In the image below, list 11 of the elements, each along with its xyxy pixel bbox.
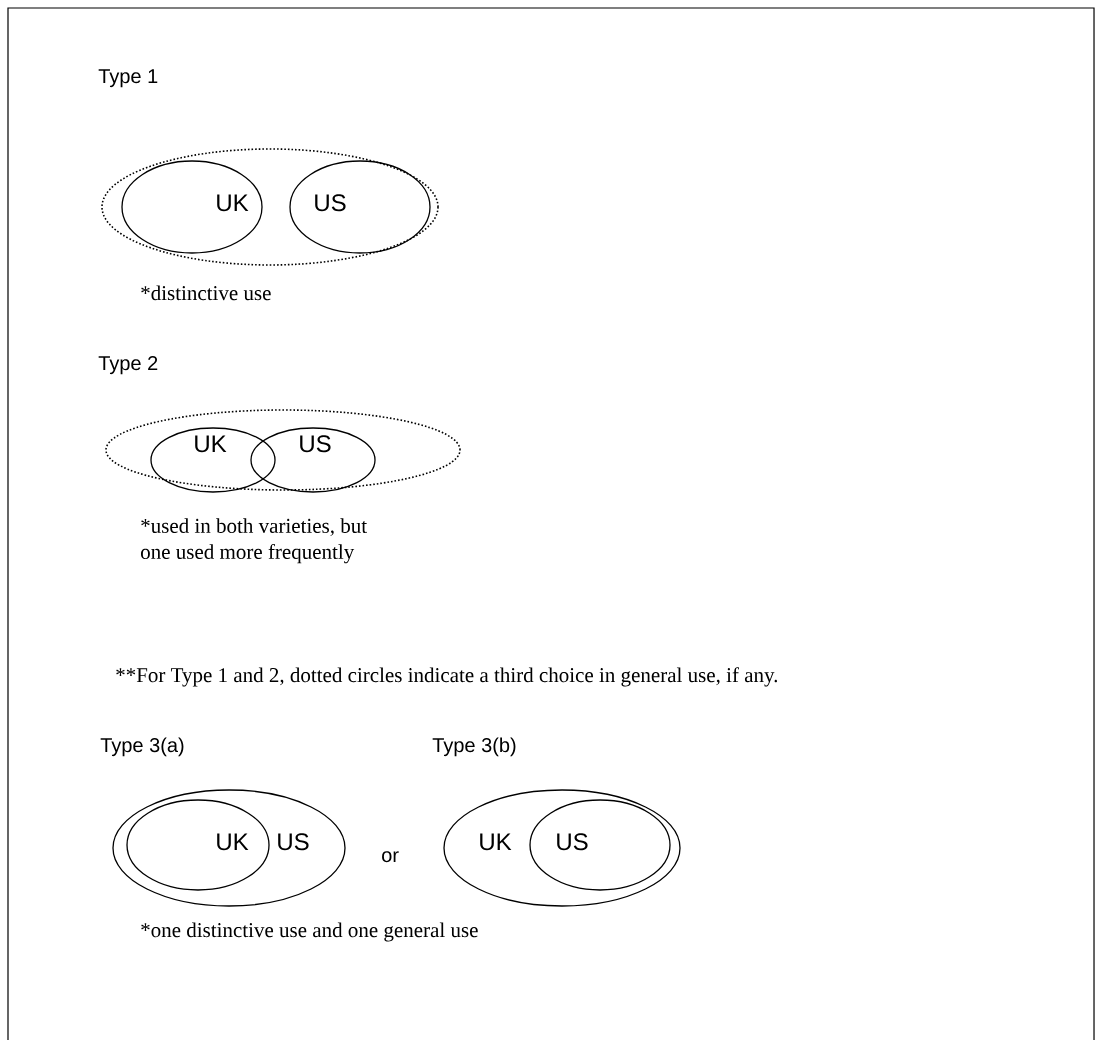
connector-word: or — [382, 851, 399, 863]
note: *used in both varieties, but one used more frequently — [141, 518, 367, 564]
heading: Type 2 — [98, 356, 158, 375]
dotted-ellipse — [105, 409, 461, 491]
heading: Type 3(a) — [100, 737, 184, 757]
note: *one distinctive use and one general use — [141, 922, 478, 942]
heading: Type 1 — [98, 69, 158, 88]
note: **For Type 1 and 2, dotted circles indicate a third choice in general use, if any. — [116, 667, 778, 687]
note: *distinctive use — [141, 285, 271, 301]
dotted-ellipse — [101, 148, 439, 266]
heading: Type 3(b) — [432, 737, 516, 757]
